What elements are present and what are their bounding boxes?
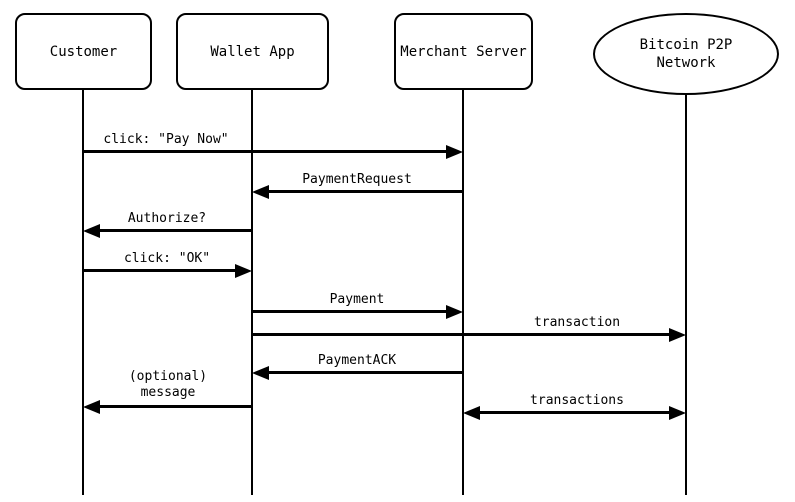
arrowhead-right-icon: [669, 406, 686, 420]
message-line: [83, 269, 237, 272]
arrowhead-left-icon: [463, 406, 480, 420]
arrowhead-left-icon: [252, 366, 269, 380]
participant-customer-label: Customer: [49, 43, 118, 60]
participant-customer-box: Customer: [15, 13, 152, 90]
lifeline-wallet-app: [251, 90, 253, 495]
participant-bitcoin-p2p-network-label: Bitcoin P2P Network: [639, 37, 733, 71]
participant-wallet-app-label: Wallet App: [210, 43, 295, 60]
participant-merchant-server-label: Merchant Server: [400, 43, 527, 60]
message-label: transaction: [533, 315, 621, 330]
lifeline-customer: [82, 90, 84, 495]
message-label: click: "Pay Now": [103, 132, 229, 147]
arrowhead-left-icon: [83, 400, 100, 414]
message-line: [267, 371, 463, 374]
message-label: Payment: [329, 292, 385, 307]
message-label: (optional) message: [128, 369, 208, 400]
participant-bitcoin-p2p-network-ellipse: Bitcoin P2P Network: [593, 13, 779, 95]
message-line: [267, 190, 463, 193]
participant-merchant-server-box: Merchant Server: [394, 13, 533, 90]
arrowhead-left-icon: [83, 224, 100, 238]
message-line: [83, 150, 448, 153]
message-label: PaymentRequest: [302, 172, 412, 187]
message-line: [98, 405, 252, 408]
message-line: [252, 333, 670, 336]
arrowhead-right-icon: [669, 328, 686, 342]
arrowhead-left-icon: [252, 185, 269, 199]
message-label: click: "OK": [123, 251, 211, 266]
message-label: PaymentACK: [317, 353, 397, 368]
arrowhead-right-icon: [235, 264, 252, 278]
message-label: Authorize?: [127, 211, 207, 226]
lifeline-merchant-server: [462, 90, 464, 495]
message-line: [252, 310, 448, 313]
message-label: transactions: [530, 393, 624, 408]
message-line: [98, 229, 252, 232]
participant-wallet-app-box: Wallet App: [176, 13, 329, 90]
arrowhead-right-icon: [446, 145, 463, 159]
message-line: [477, 411, 671, 414]
lifeline-bitcoin-p2p-network: [685, 94, 687, 495]
arrowhead-right-icon: [446, 305, 463, 319]
